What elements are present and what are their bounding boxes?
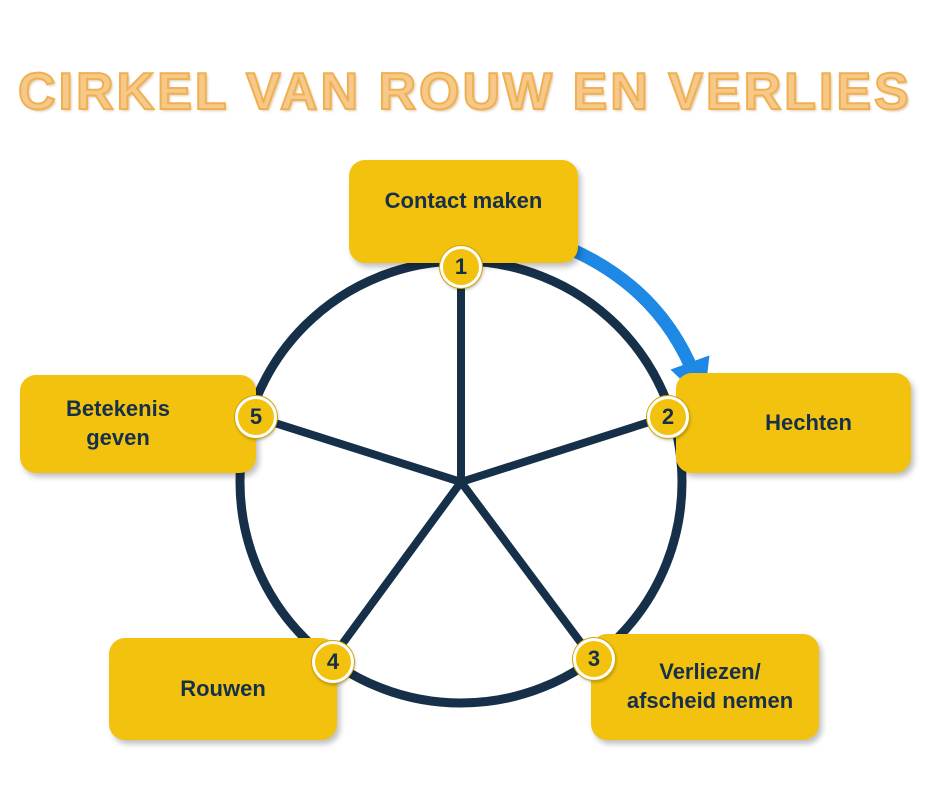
stage-number-1: 1 xyxy=(440,246,482,288)
stage-number-2: 2 xyxy=(647,396,689,438)
stage-number-4: 4 xyxy=(312,641,354,683)
stage-label: Contact maken xyxy=(384,188,543,214)
stage-label: Verliezen/ afscheid nemen xyxy=(626,659,794,713)
stage-number-3: 3 xyxy=(573,638,615,680)
stage-box-3: Verliezen/ afscheid nemen xyxy=(591,634,819,740)
stage-box-1: Contact maken xyxy=(349,160,578,263)
stage-label: Rouwen xyxy=(180,675,266,701)
stage-box-2: Hechten xyxy=(676,373,911,473)
stage-box-4: Rouwen xyxy=(109,638,337,740)
spoke-2 xyxy=(457,414,666,486)
wheel-spokes xyxy=(255,264,666,662)
diagram-title: CIRKEL VAN ROUW EN VERLIES xyxy=(17,62,912,122)
spoke-4 xyxy=(328,478,465,662)
spoke-3 xyxy=(457,478,594,659)
spoke-5 xyxy=(255,414,465,486)
stage-number-5: 5 xyxy=(235,396,277,438)
direction-arrow xyxy=(545,233,710,402)
stage-box-5: Betekenis geven xyxy=(20,375,256,473)
stage-label: Hechten xyxy=(765,409,852,435)
stage-label: Betekenis geven xyxy=(66,396,170,450)
